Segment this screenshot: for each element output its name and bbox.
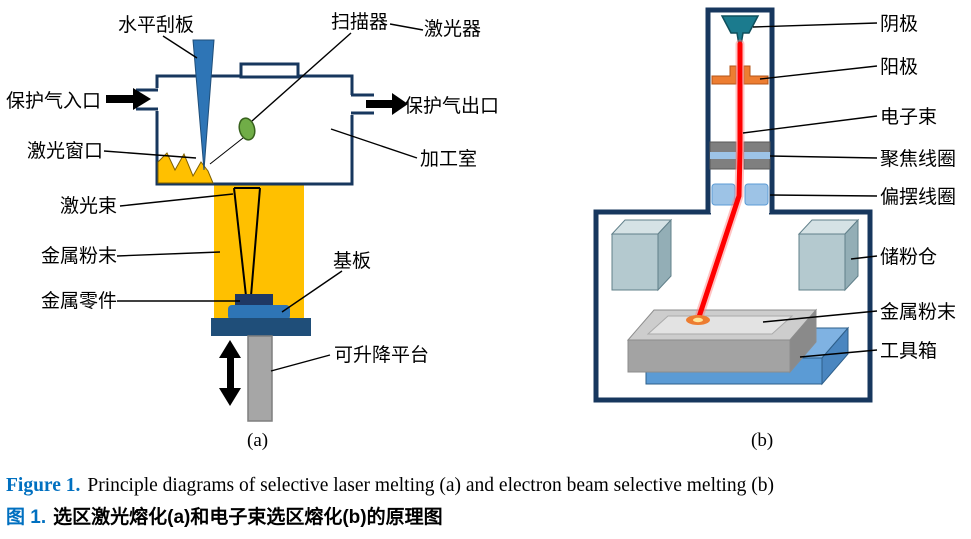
label-metal-powder-a: 金属粉末 (41, 245, 117, 267)
column-opening (711, 206, 769, 217)
panel-a-tag: (a) (247, 430, 268, 451)
gas-inlet-arrow (106, 88, 151, 110)
leader-laser-beam (119, 193, 234, 207)
leader-chamber (330, 128, 418, 159)
label-deflect-coil: 偏摆线圈 (880, 186, 956, 208)
leader-focus-coil (769, 155, 878, 159)
label-substrate: 基板 (333, 250, 371, 272)
leader-electron-beam (742, 115, 878, 134)
panel-b-leaders (742, 22, 878, 358)
inlet-gap (152, 88, 161, 111)
caption-line-en: Figure 1. Principle diagrams of selective… (6, 473, 966, 498)
label-anode: 阳极 (880, 56, 918, 78)
panel-b-tag: (b) (751, 430, 773, 451)
leader-substrate (281, 270, 343, 313)
leader-scraper (162, 35, 198, 59)
leader-cathode (752, 22, 878, 28)
anode-right (743, 65, 769, 85)
powder-pile (157, 152, 214, 184)
substrate-plate (228, 305, 290, 320)
leader-metal-powder-b (762, 310, 878, 323)
caption-en-label: Figure 1. (6, 475, 81, 496)
focus-coil-right-band (744, 152, 770, 159)
figure-caption: Figure 1. Principle diagrams of selective… (6, 473, 966, 529)
leader-metal-powder (116, 251, 221, 257)
label-gas-inlet: 保护气入口 (6, 90, 101, 112)
caption-en-text: Principle diagrams of selective laser me… (87, 475, 774, 496)
label-metal-part: 金属零件 (41, 290, 117, 312)
focus-coil-left-band (710, 152, 736, 159)
caption-zh-label: 图 1. (6, 507, 47, 529)
label-electron-beam: 电子束 (880, 106, 937, 128)
powder-bed (646, 315, 794, 335)
label-focus-coil: 聚焦线圈 (880, 148, 956, 170)
label-laser: 激光器 (424, 18, 481, 40)
scanner-mirror (238, 117, 256, 141)
label-gas-outlet: 保护气出口 (404, 95, 499, 117)
deflect-coil-left (711, 183, 736, 206)
laser-path-line (209, 137, 244, 165)
panel-a-leaders (103, 23, 424, 372)
lift-direction-arrow (219, 340, 241, 406)
label-tool-box: 工具箱 (880, 340, 937, 362)
gas-outlet-arrow (366, 93, 408, 115)
platform-bar (211, 318, 311, 336)
leader-scanner (251, 32, 352, 122)
laser-beam-cone (233, 187, 261, 297)
diagram-canvas: 水平刮板 扫描器 激光器 保护气入口 保护气出口 激光窗口 加工室 激光束 金属… (6, 7, 956, 451)
metal-part-shape (235, 294, 273, 307)
panel-b: 阴极 阳极 电子束 聚焦线圈 偏摆线圈 储粉仓 金属粉末 工具箱 (b) (593, 7, 956, 451)
label-process-chamber: 加工室 (420, 148, 477, 170)
leader-lift-platform (270, 354, 331, 372)
label-laser-beam: 激光束 (60, 195, 117, 217)
tool-box-slab (626, 308, 818, 374)
leader-laser-window (103, 150, 197, 159)
powder-bin-right (797, 218, 860, 292)
label-powder-bin: 储粉仓 (880, 246, 937, 268)
label-lift-platform: 可升降平台 (334, 344, 429, 366)
label-cathode: 阴极 (880, 13, 918, 35)
leader-powder-bin (850, 255, 878, 260)
scraper-blade (192, 39, 215, 171)
leader-tool-box (799, 349, 878, 358)
powder-bin-left (610, 218, 673, 292)
panel-a: 水平刮板 扫描器 激光器 保护气入口 保护气出口 激光窗口 加工室 激光束 金属… (6, 11, 499, 451)
label-scraper: 水平刮板 (118, 14, 194, 36)
label-scanner: 扫描器 (331, 11, 388, 33)
caption-line-zh: 图 1. 选区激光熔化(a)和电子束选区熔化(b)的原理图 (6, 502, 966, 529)
leader-deflect-coil (769, 194, 878, 197)
outlet-gap (348, 95, 357, 115)
impact-glow-core (693, 317, 703, 323)
leader-anode (759, 65, 878, 80)
caption-zh-text: 选区激光熔化(a)和电子束选区熔化(b)的原理图 (53, 507, 443, 529)
label-metal-powder-b: 金属粉末 (880, 301, 956, 323)
label-laser-window: 激光窗口 (27, 140, 103, 162)
anode-left (711, 65, 737, 85)
deflect-coil-right (744, 183, 769, 206)
piston-rod (247, 335, 273, 422)
scanner-housing (239, 62, 300, 79)
electron-beam-path (695, 41, 743, 323)
leader-laser (389, 23, 424, 31)
